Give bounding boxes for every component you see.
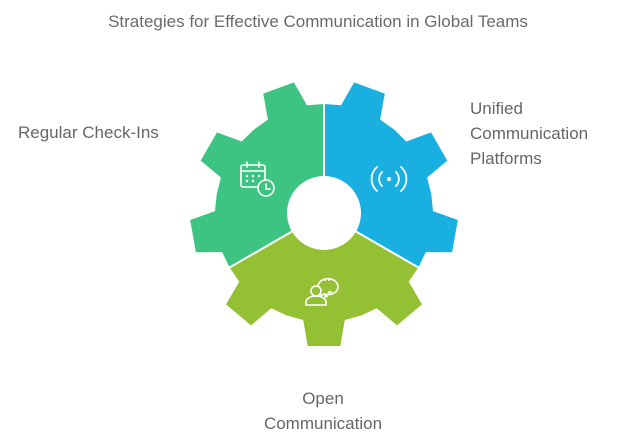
gear-hole: [287, 176, 361, 250]
label-regular-check-ins: Regular Check-Ins: [18, 123, 159, 142]
label-unified-communication-platforms: Unified Communication Platforms: [470, 96, 588, 171]
calendar-clock-icon: [240, 161, 275, 197]
label-line: Platforms: [470, 149, 542, 168]
broadcast-signal-icon: [370, 166, 408, 192]
person-chat-icon: [305, 277, 339, 306]
diagram-title: Strategies for Effective Communication i…: [108, 12, 528, 31]
label-line: Communication: [470, 124, 589, 143]
label-line: Unified: [470, 99, 523, 118]
label-line: Open: [302, 389, 344, 408]
label-open-communication: Open Communication: [223, 386, 423, 436]
label-line: Communication: [263, 414, 383, 433]
